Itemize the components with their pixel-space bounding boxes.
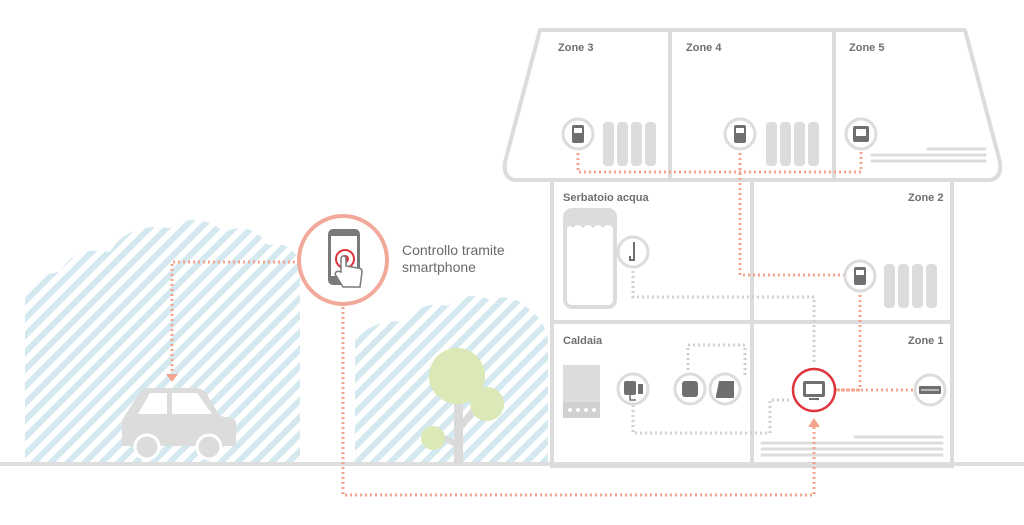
smartphone-caption-line1: Controllo tramite: [402, 242, 505, 258]
zone3-label: Zone 3: [558, 42, 594, 54]
thermostat-icon: [843, 259, 877, 293]
tank-sensor-icon: [616, 235, 650, 269]
zone1-label: Zone 1: [908, 335, 944, 347]
red-connections: [170, 148, 916, 497]
floor-heating-icon: [760, 147, 987, 457]
smart-hub-icon[interactable]: [791, 367, 837, 413]
gateway-icon: [708, 372, 742, 406]
receiver-icon: [673, 372, 707, 406]
radiator-icon: [884, 264, 937, 308]
boiler-icon: [563, 365, 600, 418]
radiator-icon: [766, 122, 819, 166]
smartphone-control-caption: Controllo tramite smartphone: [402, 242, 505, 276]
thermostat-icon: [561, 117, 595, 151]
zone2-label: Zone 2: [908, 192, 944, 204]
zone5-label: Zone 5: [849, 42, 885, 54]
boiler-module-icon: [616, 372, 650, 406]
thermostat-icon: [844, 117, 878, 151]
thermostat-icon: [723, 117, 757, 151]
boiler-label: Caldaia: [563, 335, 603, 347]
grey-connections: [631, 266, 816, 435]
smartphone-caption-line2: smartphone: [402, 259, 476, 275]
house: [502, 28, 1003, 468]
water-tank-label: Serbatoio acqua: [563, 192, 649, 204]
zone1-sensor-icon: [913, 373, 947, 407]
smartphone-touch-icon[interactable]: [297, 214, 389, 306]
arrow-to-car: [166, 374, 178, 382]
arrow-to-hub: [808, 418, 820, 427]
car-icon: [122, 388, 236, 461]
zone4-label: Zone 4: [686, 42, 722, 54]
water-tank-icon: [563, 208, 617, 309]
tree-icon: [421, 348, 504, 464]
radiator-icon: [603, 122, 656, 166]
background-hills: [25, 219, 548, 462]
